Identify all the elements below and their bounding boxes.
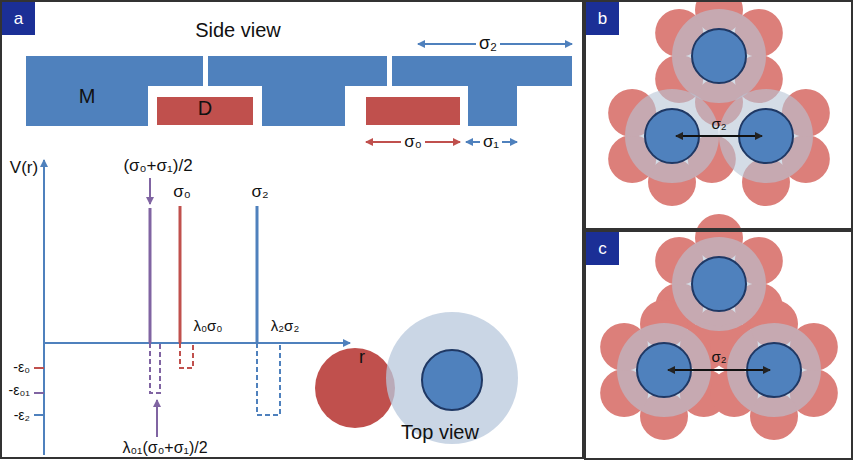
component-label: D (198, 97, 212, 120)
pointer-arrow (149, 178, 151, 204)
figure-label: σ₀ (173, 183, 191, 202)
particle (692, 257, 746, 311)
figure-label: σ₂ (476, 34, 500, 54)
pointer-arrow (156, 400, 158, 437)
figure-label: σ₂ (711, 116, 726, 133)
hard-wall (179, 206, 182, 343)
figure-label: λ₀σ₀ (193, 318, 222, 335)
figure-label: Top view (401, 421, 479, 443)
figure-shape (26, 56, 203, 86)
component-block: D (157, 97, 253, 125)
panel-frame: c (584, 230, 853, 460)
square-well (150, 343, 160, 393)
tick (34, 392, 44, 394)
component-block: M (26, 85, 148, 126)
figure-shape (208, 56, 387, 86)
particle (672, 237, 766, 331)
hard-wall (149, 208, 152, 343)
figure-label: -ε₂ (14, 408, 30, 423)
figure-label: σ₂ (711, 349, 726, 366)
spacing-arrow (676, 135, 762, 137)
panel-letter: b (586, 2, 619, 35)
figure-label: (σ₀+σ₁)/2 (123, 157, 192, 176)
figure-label: Side view (195, 19, 281, 41)
hard-wall (256, 206, 259, 343)
top-view (315, 312, 518, 444)
figure-shape (315, 348, 395, 428)
panel-letter: a (2, 2, 35, 35)
figure-label: r (359, 348, 365, 368)
axis (44, 342, 350, 344)
figure-shape (386, 312, 518, 444)
particle (692, 29, 746, 83)
panel-letter: c (586, 232, 619, 265)
figure-label: σ₂ (251, 183, 268, 202)
spacing-arrow (668, 369, 770, 371)
figure-shape (262, 85, 345, 126)
figure-label: λ₂σ₂ (271, 318, 299, 335)
square-well (257, 343, 280, 415)
figure-label: V(r) (10, 159, 38, 178)
figure-shape (392, 56, 572, 86)
axis (43, 160, 45, 455)
packing-views (600, 0, 838, 440)
figure-label: σ₁ (480, 133, 502, 152)
tick (34, 414, 44, 416)
figure-shape (366, 97, 460, 125)
component-label: M (79, 85, 96, 108)
figure-label: -ε₀ (13, 360, 30, 375)
figure-shape (468, 85, 517, 126)
particle (672, 9, 766, 103)
figure-label: λ₀₁(σ₀+σ₁)/2 (122, 439, 207, 457)
figure-label: -ε₀₁ (9, 383, 30, 398)
tick (34, 367, 44, 369)
panel-frame: aM D (0, 0, 584, 459)
figure-label: σ₀ (401, 133, 425, 152)
side-view-blocks (26, 56, 572, 126)
square-well (180, 343, 193, 368)
figure-shape (422, 350, 482, 410)
